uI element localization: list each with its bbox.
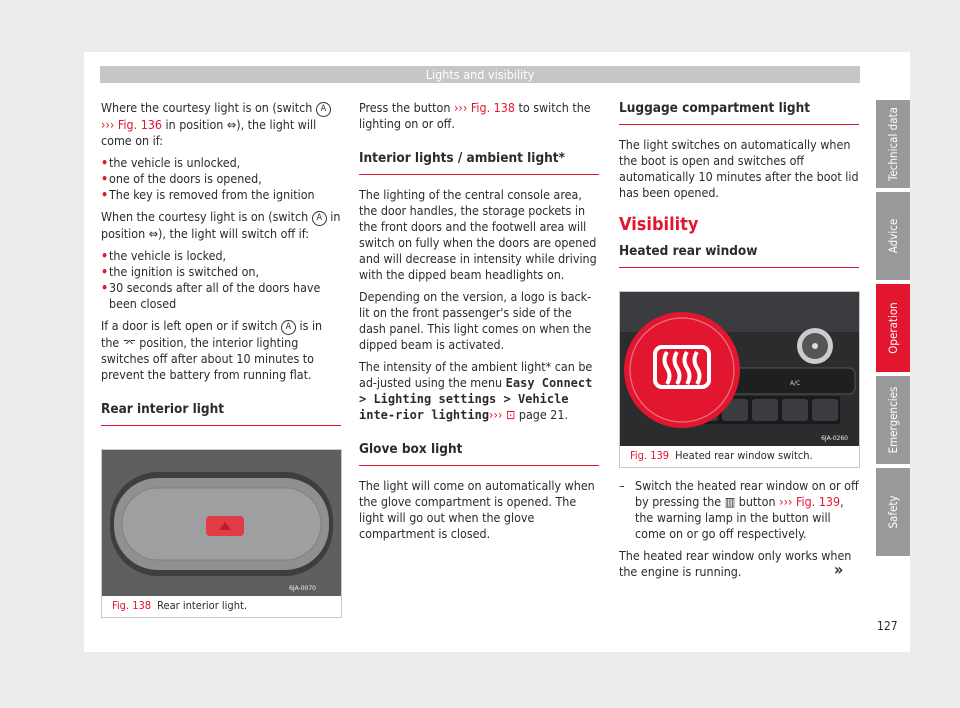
column-3: Luggage compartment light The light swit…	[619, 100, 859, 280]
page-header: Lights and visibility	[100, 66, 860, 83]
paragraph: The light will come on automatically whe…	[359, 478, 595, 541]
door-contact-icon: ⇔	[226, 117, 237, 132]
section-title: Luggage compartment light	[619, 100, 859, 125]
section-title: Interior lights / ambient light*	[359, 150, 599, 175]
paragraph: If a door is left open or if switch A is…	[101, 318, 323, 382]
figure-link[interactable]: Fig. 139	[796, 494, 841, 509]
menu-path: Easy Connect > Lighting settings > Vehic…	[359, 376, 593, 422]
tab-emergencies[interactable]: Emergencies	[876, 376, 910, 464]
paragraph: The heated rear window only works when t…	[619, 548, 852, 579]
chapter-title: Visibility	[619, 214, 699, 235]
book-icon: ⊡	[505, 407, 516, 422]
list-item: The key is removed from the ignition	[101, 187, 341, 203]
column-1: Where the courtesy light is on (switch A…	[101, 100, 341, 438]
paragraph: Depending on the version, a logo is back…	[359, 289, 592, 352]
tab-operation[interactable]: Operation	[876, 284, 910, 372]
bullet-list: the vehicle is locked, the ignition is s…	[101, 248, 341, 312]
page-link[interactable]: page 21	[515, 407, 565, 422]
tab-safety[interactable]: Safety	[876, 468, 910, 556]
figure-link[interactable]: Fig. 136	[117, 117, 162, 132]
heated-window-icon: ▥	[724, 494, 736, 509]
paragraph: The light switches on automatically when…	[619, 137, 859, 200]
tab-technical-data[interactable]: Technical data	[876, 100, 910, 188]
instruction-step: Switch the heated rear window on or off …	[619, 478, 859, 542]
door-contact-icon: ⇔	[148, 226, 159, 241]
switch-a-marker: A	[311, 211, 327, 226]
svg-text:A/C: A/C	[790, 380, 800, 387]
list-item: the ignition is switched on,	[101, 264, 341, 280]
continue-arrow-icon: »	[834, 560, 844, 579]
paragraph: The intensity of the ambient light* can …	[359, 359, 593, 422]
switch-a-marker: A	[315, 102, 331, 117]
section-title: Glove box light	[359, 441, 599, 466]
heated-rear-window-switch-image: A/C 6JA-0260	[620, 292, 859, 446]
section-title: Heated rear window	[619, 243, 859, 268]
page-number: 127	[877, 619, 898, 633]
switch-a-marker: A	[280, 320, 296, 335]
chapter-tabs: Technical data Advice Operation Emergenc…	[876, 100, 910, 560]
list-item: 30 seconds after all of the doors have b…	[101, 280, 341, 312]
list-item: one of the doors is opened,	[101, 171, 341, 187]
paragraph: When the courtesy light is on (switch A …	[101, 209, 341, 241]
paragraph: Press the button ››› Fig. 138 to switch …	[359, 100, 591, 131]
list-item: the vehicle is unlocked,	[101, 155, 341, 171]
section-title: Rear interior light	[101, 401, 341, 426]
rear-interior-light-image: 6JA-0070	[102, 450, 341, 596]
figure-link[interactable]: Fig. 138	[470, 100, 515, 115]
tab-advice[interactable]: Advice	[876, 192, 910, 280]
column-3-lower: Switch the heated rear window on or off …	[619, 478, 859, 586]
interior-light-icon: ⌤	[122, 335, 136, 350]
svg-text:6JA-0260: 6JA-0260	[821, 435, 848, 442]
bullet-list: the vehicle is unlocked, one of the door…	[101, 155, 341, 203]
column-2: Press the button ››› Fig. 138 to switch …	[359, 100, 599, 548]
paragraph: Where the courtesy light is on (switch A…	[101, 100, 341, 149]
svg-text:6JA-0070: 6JA-0070	[289, 585, 316, 592]
paragraph: The lighting of the central console area…	[359, 187, 597, 282]
list-item: the vehicle is locked,	[101, 248, 341, 264]
